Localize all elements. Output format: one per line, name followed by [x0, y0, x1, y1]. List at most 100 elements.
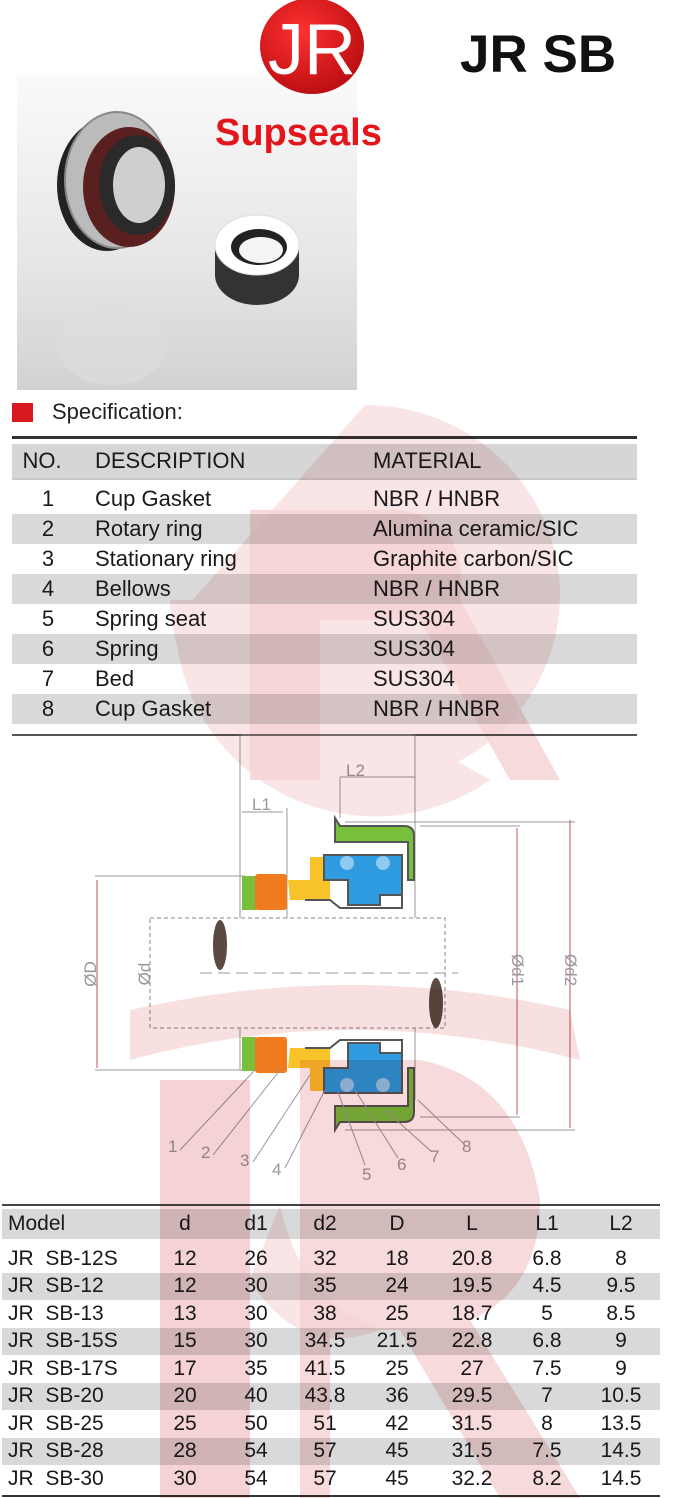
label-l2: L2 — [346, 761, 365, 780]
models-col-header: L — [466, 1212, 478, 1235]
specification-heading: Specification: — [12, 399, 183, 425]
spec-description: Bed — [95, 666, 135, 691]
spec-material: NBR / HNBR — [373, 486, 501, 511]
spec-description: Cup Gasket — [95, 486, 212, 511]
spec-description: Stationary ring — [95, 546, 237, 571]
spec-header-row: NO. DESCRIPTION MATERIAL — [12, 444, 637, 480]
model-value: 20 — [173, 1384, 197, 1408]
model-value: 30 — [244, 1274, 268, 1298]
model-value: 9 — [615, 1356, 627, 1380]
part-number: 5 — [362, 1165, 371, 1184]
part-number: 6 — [397, 1155, 406, 1174]
model-value: 57 — [313, 1439, 337, 1463]
model-name: JR SB-12 — [8, 1274, 104, 1298]
model-value: 12 — [173, 1274, 197, 1298]
models-col-header: d — [179, 1212, 191, 1235]
upper-seal-section — [242, 814, 415, 910]
spec-no: 1 — [41, 486, 55, 511]
model-value: 35 — [313, 1274, 337, 1298]
product-photo — [17, 75, 357, 390]
lower-seal-section — [242, 1037, 415, 1134]
label-diameter-d: Ød — [135, 963, 154, 986]
model-name: JR SB-25 — [8, 1411, 104, 1435]
spec-material: NBR / HNBR — [373, 576, 501, 601]
model-value: 20.8 — [451, 1246, 493, 1270]
spec-description: Spring seat — [95, 606, 207, 631]
part-number: 8 — [462, 1137, 471, 1156]
model-value: 6.8 — [532, 1329, 562, 1353]
model-value: 12 — [173, 1246, 197, 1270]
model-value: 21.5 — [376, 1329, 418, 1353]
label-diameter-d2: Ød2 — [561, 954, 580, 986]
seal-cross-section-diagram: L2 L1 ØD Ød Ød1 Ød2 1 2 3 4 5 6 7 8 — [81, 734, 580, 1184]
spec-material: SUS304 — [373, 666, 455, 691]
model-value: 10.5 — [600, 1384, 642, 1408]
model-value: 42 — [385, 1411, 409, 1435]
model-value: 32.2 — [451, 1466, 493, 1490]
spec-description: Rotary ring — [95, 516, 203, 541]
model-value: 7.5 — [532, 1356, 562, 1380]
model-value: 9 — [615, 1329, 627, 1353]
spec-material: Alumina ceramic/SIC — [373, 516, 579, 541]
model-value: 45 — [385, 1439, 409, 1463]
model-value: 7.5 — [532, 1439, 562, 1463]
model-name: JR SB-28 — [8, 1439, 104, 1463]
spec-material: SUS304 — [373, 606, 455, 631]
model-value: 19.5 — [451, 1274, 493, 1298]
brand-name: Supseals — [215, 112, 382, 154]
model-value: 41.5 — [304, 1356, 346, 1380]
model-value: 38 — [313, 1301, 337, 1325]
spec-no: 2 — [41, 516, 55, 541]
models-col-header: D — [389, 1212, 405, 1235]
model-name: JR SB-15S — [8, 1329, 118, 1353]
model-value: 6.8 — [532, 1246, 562, 1270]
col-no: NO. — [22, 448, 62, 473]
specification-heading-text: Specification: — [52, 399, 183, 424]
spec-material: SUS304 — [373, 636, 455, 661]
label-diameter-d1: Ød1 — [508, 954, 527, 986]
models-col-header: Model — [8, 1212, 66, 1235]
model-name: JR SB-13 — [8, 1301, 104, 1325]
models-col-header: L1 — [535, 1212, 559, 1235]
model-value: 8.5 — [606, 1301, 636, 1325]
model-value: 22.8 — [451, 1329, 493, 1353]
model-value: 51 — [313, 1411, 337, 1435]
page-title: JR SB — [460, 25, 617, 84]
model-value: 13 — [173, 1301, 197, 1325]
model-value: 28 — [173, 1439, 197, 1463]
spec-row: 7 Bed SUS304 — [12, 664, 637, 694]
spec-no: 6 — [41, 636, 55, 661]
model-value: 32 — [313, 1246, 337, 1270]
model-value: 9.5 — [606, 1274, 636, 1298]
model-name: JR SB-20 — [8, 1384, 104, 1408]
part-number: 2 — [201, 1143, 210, 1162]
spec-description: Cup Gasket — [95, 696, 212, 721]
model-name: JR SB-17S — [8, 1356, 118, 1380]
model-value: 30 — [244, 1329, 268, 1353]
model-value: 54 — [244, 1439, 268, 1463]
model-value: 5 — [541, 1301, 553, 1325]
spec-no: 4 — [41, 576, 55, 601]
part-number: 7 — [430, 1147, 439, 1166]
model-name: JR SB-12S — [8, 1246, 118, 1270]
model-value: 18 — [385, 1246, 409, 1270]
spec-row: 1 Cup Gasket NBR / HNBR — [12, 484, 637, 514]
part-number: 3 — [240, 1151, 249, 1170]
model-value: 27 — [460, 1356, 484, 1380]
model-value: 8 — [615, 1246, 627, 1270]
model-value: 8.2 — [532, 1466, 562, 1490]
jr-logo: JR — [258, 0, 368, 103]
spec-no: 7 — [41, 666, 55, 691]
